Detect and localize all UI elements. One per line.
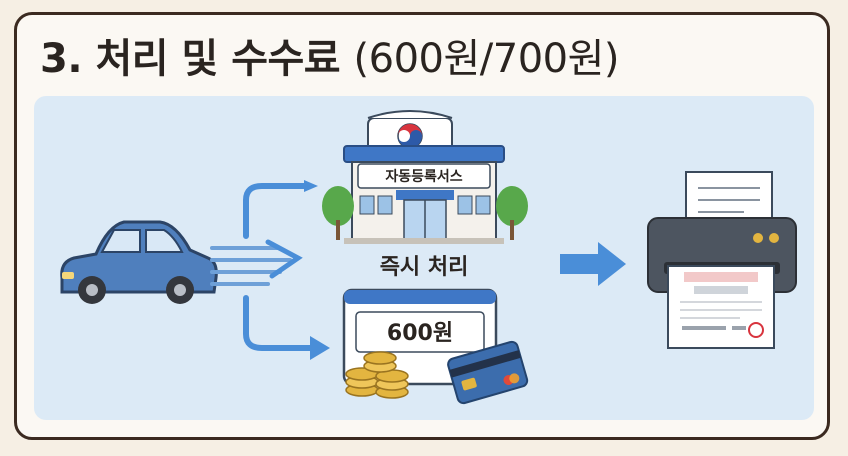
title-main: 3. 처리 및 수수료 [40, 36, 341, 82]
government-office-icon [322, 110, 528, 244]
document-icon [667, 265, 775, 349]
coins-icon [345, 351, 409, 399]
office-sign: 자동등록서스 [385, 169, 462, 185]
branch-arrow-up [243, 180, 318, 239]
speed-lines-icon [210, 239, 303, 286]
fee-amount: 600원 [387, 321, 453, 346]
process-label: 즉시 처리 [380, 255, 469, 280]
right-arrow-icon [560, 242, 626, 286]
car-icon [60, 220, 218, 304]
page-title: 3. 처리 및 수수료 (600원/700원) [40, 26, 620, 84]
title-price: (600원/700원) [353, 36, 620, 82]
branch-arrow-down [243, 295, 330, 360]
credit-card-icon [447, 340, 529, 405]
